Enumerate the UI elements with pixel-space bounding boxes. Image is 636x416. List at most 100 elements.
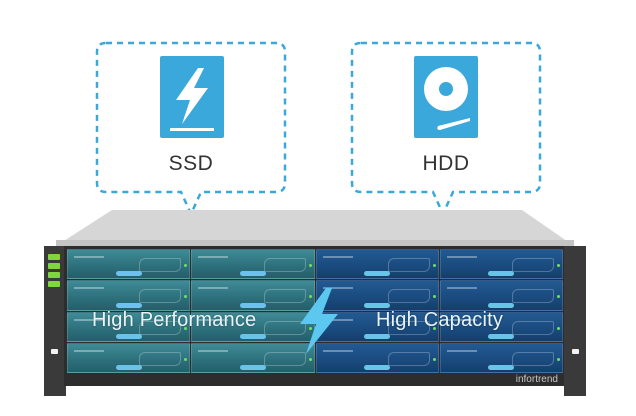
bay-grip: [387, 258, 430, 272]
bay-led: [184, 357, 188, 361]
ssd-drive-bay: [67, 280, 191, 311]
bay-latch: [488, 365, 515, 370]
hdd-callout: HDD: [349, 40, 543, 218]
bay-grip: [512, 320, 554, 335]
bay-led: [557, 295, 560, 299]
bay-stripe: [198, 287, 229, 290]
hdd-drive-bay: [439, 311, 563, 342]
bay-grip: [263, 320, 306, 335]
bay-latch: [364, 333, 391, 339]
bay-grip: [512, 258, 554, 272]
bay-stripe: [198, 349, 229, 352]
bay-grip: [512, 289, 554, 304]
bay-latch: [115, 302, 142, 308]
bay-latch: [488, 333, 515, 339]
bay-led: [184, 326, 188, 330]
hdd-drive-bay: [315, 342, 439, 373]
bay-led: [557, 357, 560, 361]
ssd-callout: SSD: [94, 40, 288, 218]
ssd-drive-bay: [67, 342, 191, 373]
hdd-drive-bay: [439, 280, 563, 311]
enclosure-top: [56, 210, 574, 246]
brand-logo: infortrend: [515, 374, 558, 385]
right-rack-ear: [564, 246, 586, 396]
bay-stripe: [322, 318, 353, 321]
left-rack-ear: [44, 246, 66, 396]
bay-stripe: [322, 287, 353, 290]
bay-latch: [488, 271, 515, 277]
bay-stripe: [446, 287, 477, 290]
lightning-drive-icon: [170, 68, 214, 131]
bay-stripe: [198, 318, 229, 321]
bay-latch: [115, 333, 142, 339]
bay-grip: [139, 320, 182, 335]
ssd-drive-bay: [191, 249, 315, 280]
bay-led: [308, 357, 312, 361]
hdd-drive-bay: [439, 342, 563, 373]
bay-led: [557, 326, 560, 330]
hdd-label: HDD: [422, 152, 470, 175]
bay-stripe: [322, 256, 353, 258]
bay-latch: [115, 365, 142, 370]
hard-disk-icon: [424, 67, 470, 130]
bay-stripe: [198, 256, 229, 258]
bay-grip: [387, 320, 430, 335]
status-leds: [48, 254, 62, 290]
bay-grip: [139, 351, 182, 366]
bay-grip: [387, 289, 430, 304]
ssd-drive-bay: [191, 280, 315, 311]
right-handle: [572, 349, 579, 354]
bay-latch: [239, 271, 266, 277]
bay-stripe: [74, 349, 104, 352]
bay-grip: [263, 289, 306, 304]
ssd-drive-bay: [191, 342, 315, 373]
hdd-callout-border: [350, 41, 542, 218]
bay-grip: [263, 351, 306, 366]
lightning-bolt-icon: [300, 288, 338, 354]
left-handle: [51, 349, 58, 354]
storage-enclosure: High Performance High Capacity infortren…: [44, 210, 586, 396]
bay-latch: [239, 302, 266, 308]
drive-bays-panel: High Performance High Capacity infortren…: [64, 246, 566, 386]
bay-led: [432, 264, 436, 267]
bay-grip: [139, 289, 182, 304]
ssd-drive-bay: [67, 249, 191, 280]
bay-led: [308, 326, 312, 330]
bay-led: [432, 357, 436, 361]
bay-stripe: [446, 256, 477, 258]
bay-stripe: [446, 349, 477, 352]
bay-latch: [364, 271, 391, 277]
ssd-label: SSD: [168, 152, 214, 175]
ssd-callout-border: [95, 41, 287, 218]
bay-stripe: [74, 256, 104, 258]
bay-grip: [263, 258, 306, 272]
bay-latch: [364, 365, 391, 370]
bay-latch: [239, 333, 266, 339]
hdd-icon: [414, 56, 478, 138]
bay-led: [184, 295, 188, 299]
bay-latch: [364, 302, 391, 308]
bay-led: [308, 264, 312, 267]
bay-led: [308, 295, 312, 299]
bay-stripe: [446, 318, 477, 321]
bay-stripe: [322, 349, 353, 352]
high-capacity-label: High Capacity: [376, 309, 504, 331]
bay-latch: [488, 302, 515, 308]
bay-grip: [387, 351, 430, 366]
ssd-icon: [160, 56, 224, 138]
bay-stripe: [74, 318, 104, 321]
bay-led: [184, 264, 188, 267]
hdd-drive-bay: [315, 280, 439, 311]
hdd-drive-bay: [439, 249, 563, 280]
bay-stripe: [74, 287, 104, 290]
bay-latch: [239, 365, 266, 370]
bay-grip: [139, 258, 182, 272]
bay-latch: [115, 271, 142, 277]
hdd-drive-bay: [315, 311, 439, 342]
bay-grip: [512, 351, 554, 366]
bay-led: [557, 264, 560, 267]
bay-led: [432, 295, 436, 299]
drive-bay-grid: [67, 249, 563, 373]
ssd-drive-bay: [67, 311, 191, 342]
hdd-drive-bay: [315, 249, 439, 280]
